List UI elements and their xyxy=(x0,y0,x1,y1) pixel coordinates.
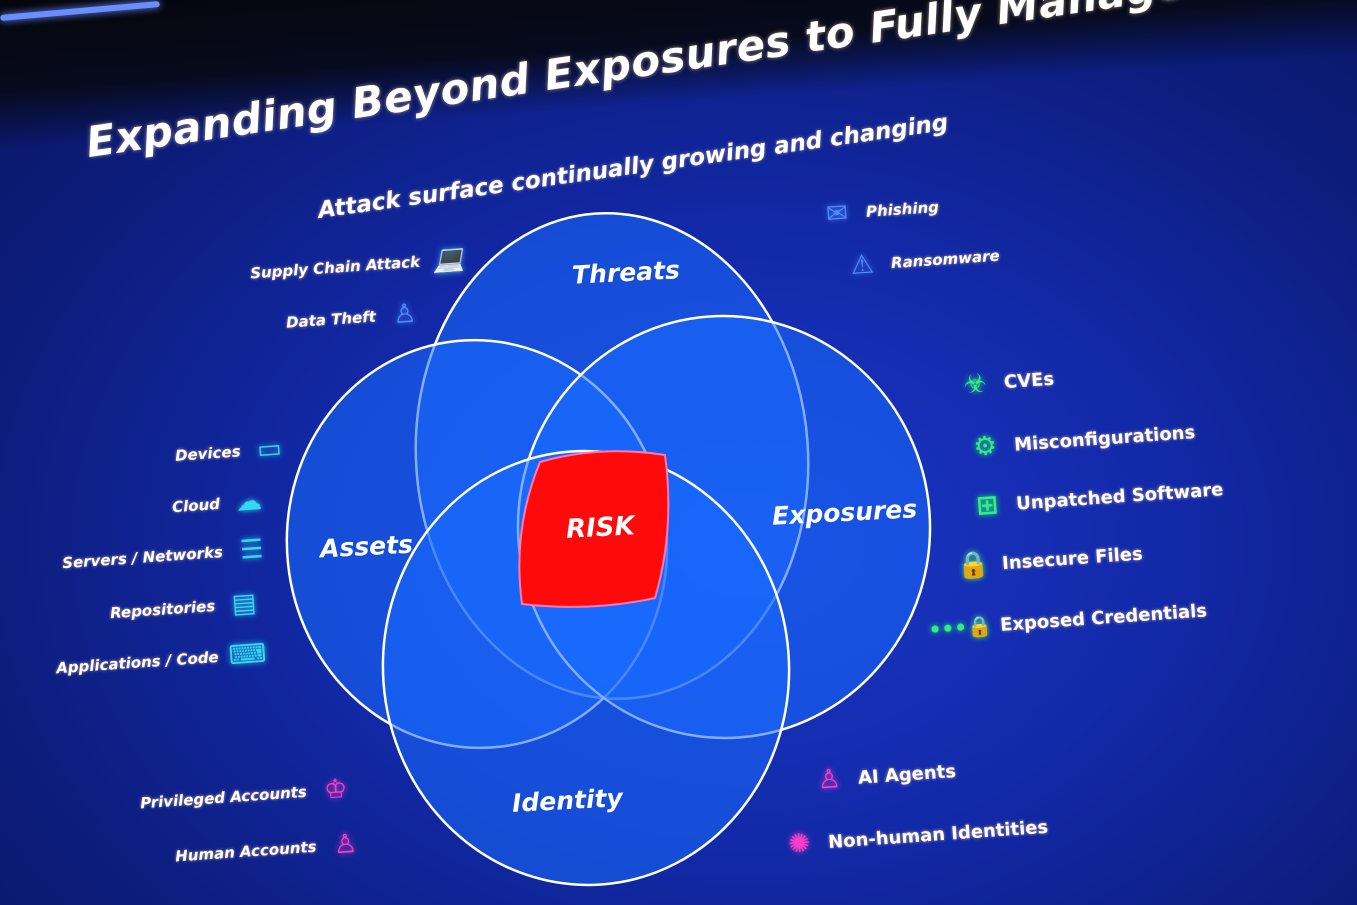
biohazard-icon: ☣ xyxy=(962,368,988,400)
gear-icon: ⚙ xyxy=(972,430,998,463)
asset-item: Cloud ☁ xyxy=(171,485,267,523)
item-label: Cloud xyxy=(171,494,221,517)
item-label: Supply Chain Attack xyxy=(249,252,421,283)
item-label: Privileged Accounts xyxy=(139,782,308,813)
ai-agent-icon: ♙ xyxy=(816,764,842,796)
server-icon: ☰ xyxy=(239,534,265,566)
identity-label: Identity xyxy=(511,783,624,818)
cloud-icon: ☁ xyxy=(234,486,263,518)
ransomware-icon: ⚠ xyxy=(849,249,875,281)
item-label: Repositories xyxy=(109,596,216,623)
lock-icon: 🔒 xyxy=(955,549,991,582)
assets-label: Assets xyxy=(319,529,414,564)
phishing-hook-icon: ✉ xyxy=(825,198,850,230)
privileged-user-icon: ♔ xyxy=(322,773,349,806)
item-label: Insecure Files xyxy=(1001,543,1144,574)
item-label: Data Theft xyxy=(285,307,377,332)
risk-label: RISK xyxy=(565,511,636,545)
identity-circle xyxy=(381,449,791,887)
laptop-bug-icon: 💻 xyxy=(431,243,467,276)
user-icon: ♙ xyxy=(332,828,359,861)
item-label: Applications / Code xyxy=(55,647,220,678)
item-label: Human Accounts xyxy=(174,837,318,866)
risk-region xyxy=(518,450,670,608)
item-label: Devices xyxy=(174,442,242,465)
item-label: AI Agents xyxy=(857,760,957,789)
item-label: CVEs xyxy=(1003,368,1055,393)
item-label: Ransomware xyxy=(890,246,1001,273)
password-icon: •••🔒 xyxy=(927,613,993,642)
grid-icon: ⊞ xyxy=(975,489,1000,522)
thief-icon: ♙ xyxy=(392,298,418,331)
app-code-icon: ⌨ xyxy=(227,638,268,672)
robot-brain-icon: ✺ xyxy=(787,828,812,860)
item-label: Phishing xyxy=(865,197,940,221)
threats-label: Threats xyxy=(571,255,681,290)
exposure-item: ☣ CVEs xyxy=(957,363,1055,402)
repository-icon: ▤ xyxy=(230,588,258,620)
devices-icon: ▭ xyxy=(256,433,283,466)
item-label: Servers / Networks xyxy=(61,543,224,573)
